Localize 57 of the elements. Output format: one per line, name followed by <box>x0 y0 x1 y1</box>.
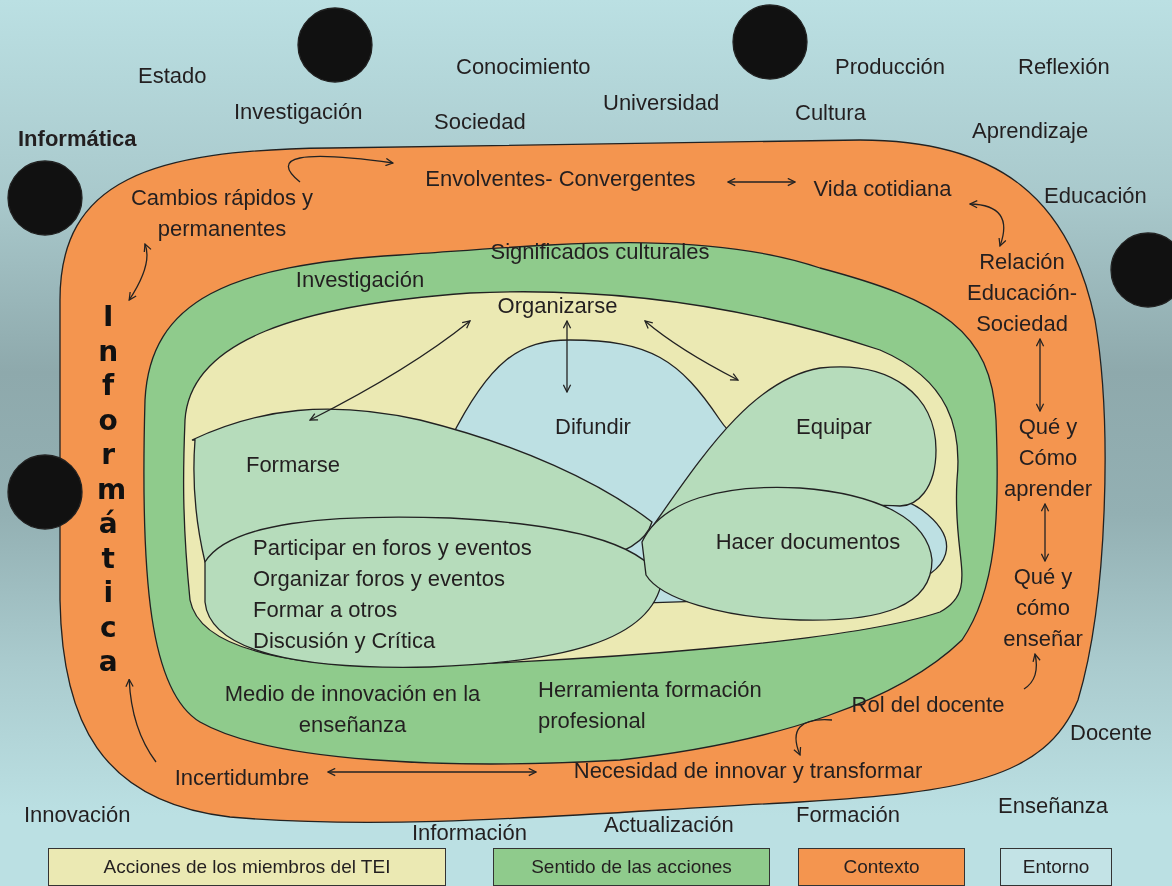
arrow <box>727 177 796 187</box>
region-label: Formarse <box>244 451 342 479</box>
region-label: Equipar <box>795 413 873 441</box>
term-label: Educación <box>1044 183 1147 209</box>
arrow <box>1023 653 1041 690</box>
arrow <box>562 320 572 393</box>
concept-label: Vida cotidiana <box>795 173 970 204</box>
region-label: Hacer documentos <box>714 528 902 556</box>
arrow <box>1040 503 1050 562</box>
legend-label: Entorno <box>1022 856 1090 878</box>
region-label: Investigación <box>294 266 426 294</box>
term-label: Reflexión <box>1018 54 1110 80</box>
term-label: Sociedad <box>434 109 526 135</box>
region-label: Herramienta formación profesional <box>538 676 763 735</box>
term-label: Conocimiento <box>456 54 591 80</box>
concept-label: Relación Educación- Sociedad <box>952 246 1092 339</box>
arrow <box>644 320 739 381</box>
arrow <box>793 719 833 756</box>
region-label: Medio de innovación en la enseñanza <box>223 680 482 739</box>
legend-label: Sentido de las acciones <box>531 856 732 878</box>
arrow <box>1035 338 1045 412</box>
concept-label: Organizarse <box>470 290 645 321</box>
region-label: Organizar foros y eventos <box>253 565 506 593</box>
concept-label: Qué y Cómo aprender <box>993 411 1103 504</box>
term-label: Docente <box>1070 720 1152 746</box>
term-label: Información <box>412 820 527 846</box>
region-label: Participar en foros y eventos <box>253 534 533 562</box>
concept-label: Qué y cómo enseñar <box>988 561 1098 654</box>
arrow <box>128 243 152 301</box>
term-label: Enseñanza <box>998 793 1109 819</box>
term-label: Aprendizaje <box>972 118 1089 144</box>
arrow <box>309 320 471 421</box>
legend-label: Acciones de los miembros del TEI <box>103 856 391 878</box>
concept-label: Envolventes- Convergentes <box>393 163 728 194</box>
region-label: Formar a otros <box>253 596 399 624</box>
arrow <box>969 200 1007 247</box>
concept-label: Cambios rápidos y permanentes <box>108 182 336 244</box>
term-label: Innovación <box>24 802 131 828</box>
term-label: Universidad <box>603 90 720 116</box>
concept-label: Incertidumbre <box>156 762 328 793</box>
term-label: Informática <box>18 126 137 152</box>
region-label: Significados culturales <box>489 238 711 266</box>
term-label: Estado <box>138 63 207 89</box>
term-label: Actualización <box>604 812 734 838</box>
term-label: Investigación <box>234 99 363 125</box>
term-label: Producción <box>835 54 946 80</box>
term-label: Cultura <box>795 100 866 126</box>
arrow <box>287 155 394 183</box>
region-label: Discusión y Crítica <box>253 627 437 655</box>
vertical-label: Informática <box>97 300 130 680</box>
region-label: Difundir <box>554 413 632 441</box>
arrow <box>327 767 537 777</box>
term-label: Formación <box>796 802 900 828</box>
legend-label: Contexto <box>843 856 920 878</box>
concept-label: Rol del docente <box>832 689 1024 720</box>
arrow <box>125 678 157 763</box>
concept-label: Necesidad de innovar y transformar <box>536 755 960 786</box>
